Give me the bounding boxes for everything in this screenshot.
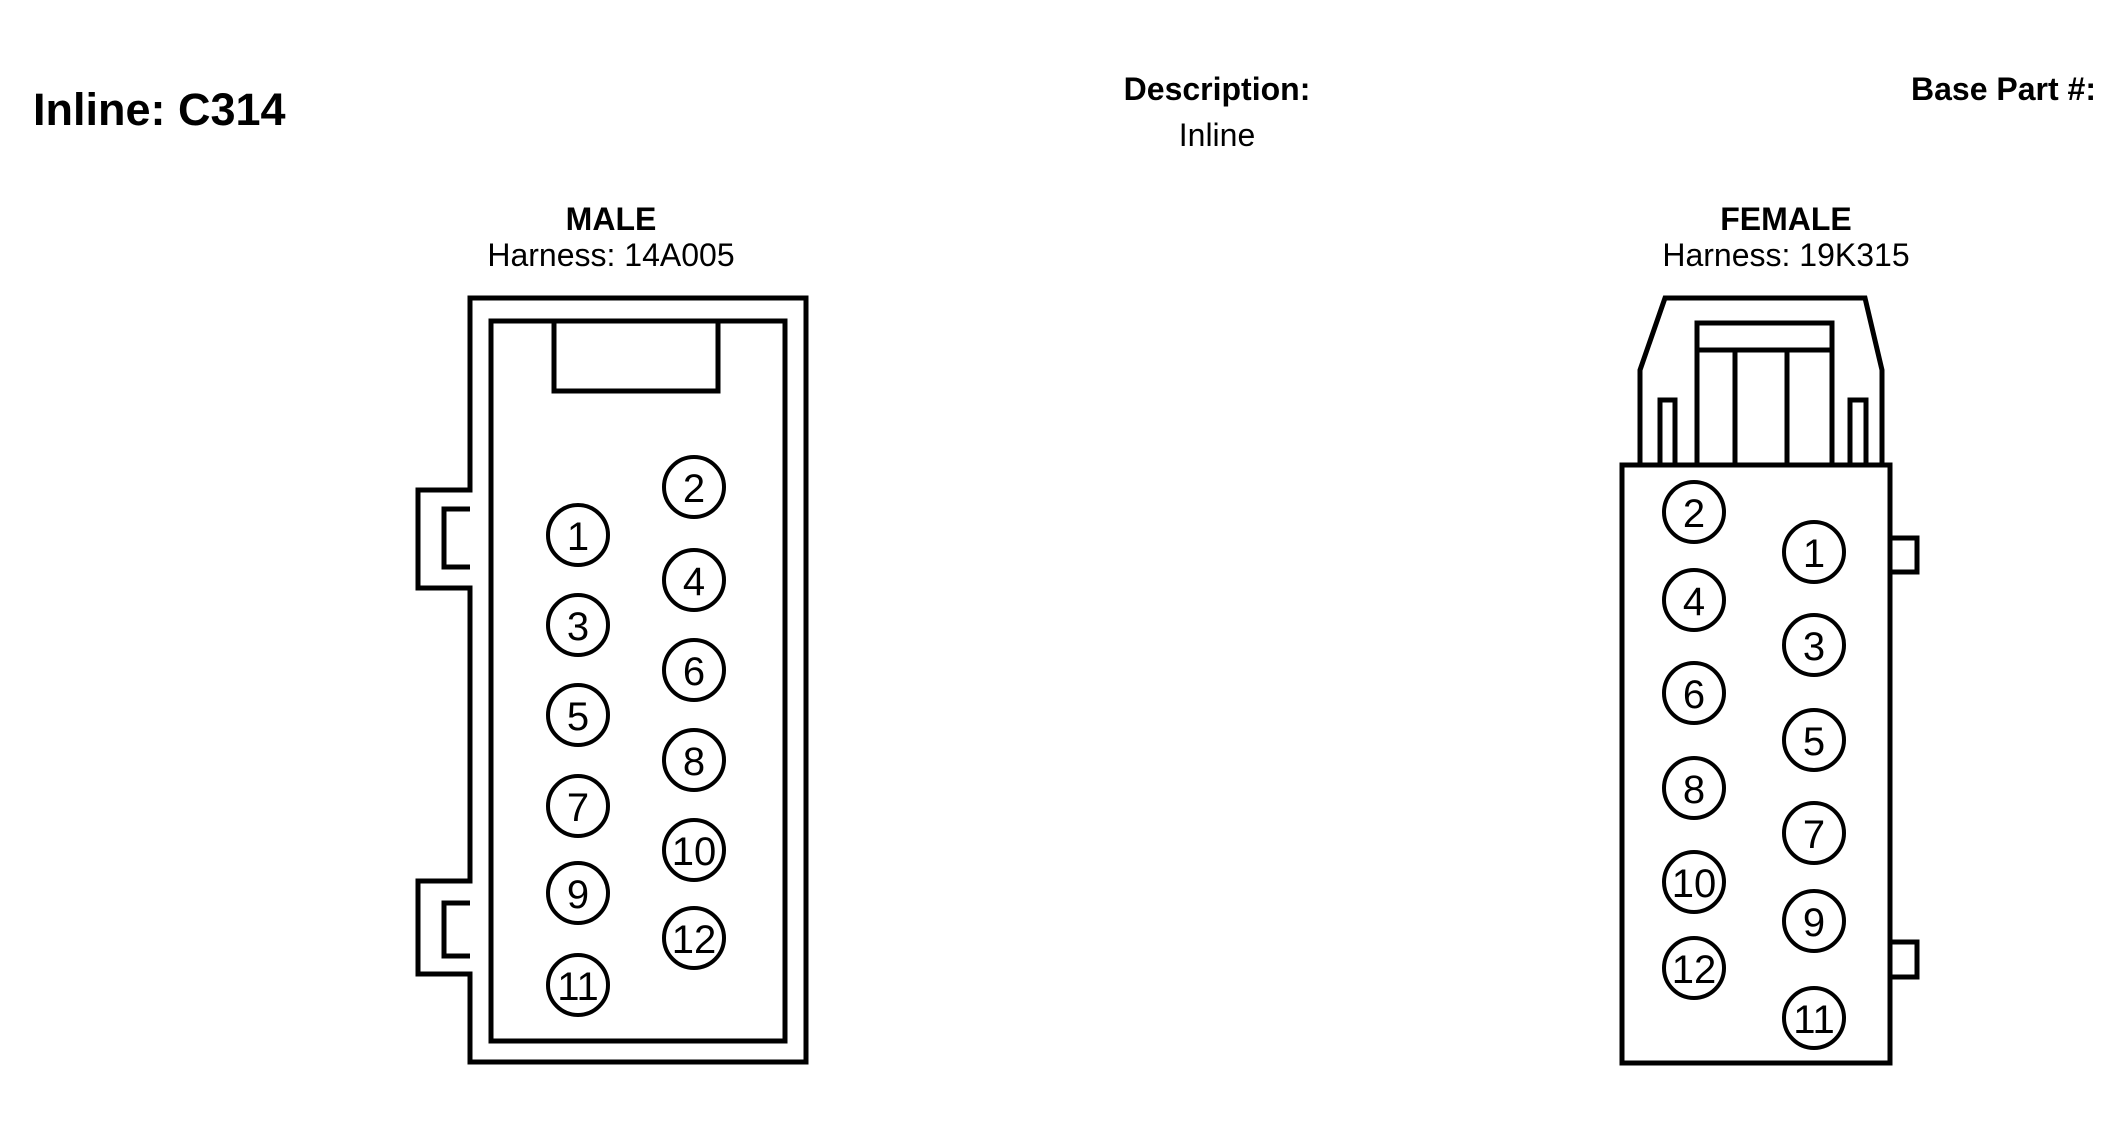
svg-text:1: 1	[1803, 532, 1825, 576]
base-part-label: Base Part #:	[1911, 71, 2096, 107]
male-connector-outline	[415, 295, 809, 1065]
description-label: Description:	[1124, 71, 1311, 107]
svg-text:5: 5	[1803, 720, 1825, 764]
male-pin-12: 12	[662, 906, 726, 970]
svg-text:3: 3	[1803, 625, 1825, 669]
svg-text:5: 5	[567, 695, 589, 739]
male-connector: MALE Harness: 14A005 1 2 3 4 5 6 7 8 9 1…	[415, 201, 809, 1065]
svg-text:7: 7	[567, 786, 589, 830]
female-connector-latch-inner	[1694, 320, 1835, 465]
svg-text:11: 11	[557, 965, 599, 1009]
male-pin-3: 3	[546, 593, 610, 657]
female-connector: FEMALE Harness: 19K315 1 2 3 4 5 6 7 8 9…	[1619, 201, 1920, 1066]
svg-text:12: 12	[1672, 948, 1717, 992]
female-connector-right-clip	[1847, 397, 1869, 465]
male-pin-11: 11	[546, 953, 610, 1017]
svg-text:8: 8	[683, 740, 705, 784]
male-connector-left-notch	[441, 900, 470, 959]
female-pin-10: 10	[1662, 850, 1726, 914]
female-pin-3: 3	[1782, 613, 1846, 677]
female-harness-label: Harness: 19K315	[1662, 237, 1909, 273]
female-pin-8: 8	[1662, 756, 1726, 820]
female-connector-left-clip	[1657, 397, 1678, 465]
female-pin-6: 6	[1662, 661, 1726, 725]
female-pin-1: 1	[1782, 520, 1846, 584]
male-connector-left-notch	[441, 506, 470, 570]
svg-text:7: 7	[1803, 813, 1825, 857]
svg-text:4: 4	[683, 560, 705, 604]
male-pin-4: 4	[662, 548, 726, 612]
svg-text:10: 10	[1672, 862, 1717, 906]
male-pin-9: 9	[546, 861, 610, 925]
female-connector-latch-housing	[1637, 295, 1885, 465]
svg-text:8: 8	[1683, 768, 1705, 812]
male-pin-5: 5	[546, 683, 610, 747]
female-connector-body	[1619, 462, 1893, 1066]
male-harness-label: Harness: 14A005	[487, 237, 734, 273]
female-pin-9: 9	[1782, 889, 1846, 953]
svg-text:2: 2	[683, 467, 705, 511]
female-pin-11: 11	[1782, 986, 1846, 1050]
svg-text:12: 12	[672, 918, 717, 962]
female-connector-right-tab	[1890, 939, 1920, 980]
description-value: Inline	[1179, 117, 1256, 153]
male-connector-latch	[551, 321, 721, 394]
svg-text:3: 3	[567, 605, 589, 649]
female-pin-12: 12	[1662, 936, 1726, 1000]
svg-text:2: 2	[1683, 492, 1705, 536]
svg-text:6: 6	[1683, 673, 1705, 717]
male-pin-1: 1	[546, 503, 610, 567]
svg-text:9: 9	[1803, 901, 1825, 945]
female-pin-4: 4	[1662, 568, 1726, 632]
svg-text:9: 9	[567, 873, 589, 917]
svg-text:11: 11	[1793, 998, 1835, 1042]
male-pin-8: 8	[662, 728, 726, 792]
female-pin-7: 7	[1782, 801, 1846, 865]
svg-text:1: 1	[567, 515, 589, 559]
male-pin-6: 6	[662, 638, 726, 702]
female-gender-label: FEMALE	[1720, 201, 1852, 237]
svg-text:4: 4	[1683, 580, 1705, 624]
svg-text:10: 10	[672, 830, 717, 874]
page-title: Inline: C314	[33, 84, 286, 135]
female-connector-latch-rib	[1732, 350, 1790, 465]
female-connector-right-tab	[1890, 535, 1920, 575]
svg-text:6: 6	[683, 650, 705, 694]
male-connector-inner-wall	[488, 318, 788, 1044]
male-gender-label: MALE	[566, 201, 657, 237]
male-pin-7: 7	[546, 774, 610, 838]
male-pin-10: 10	[662, 818, 726, 882]
male-pin-2: 2	[662, 455, 726, 519]
female-pin-5: 5	[1782, 708, 1846, 772]
female-pin-2: 2	[1662, 480, 1726, 544]
